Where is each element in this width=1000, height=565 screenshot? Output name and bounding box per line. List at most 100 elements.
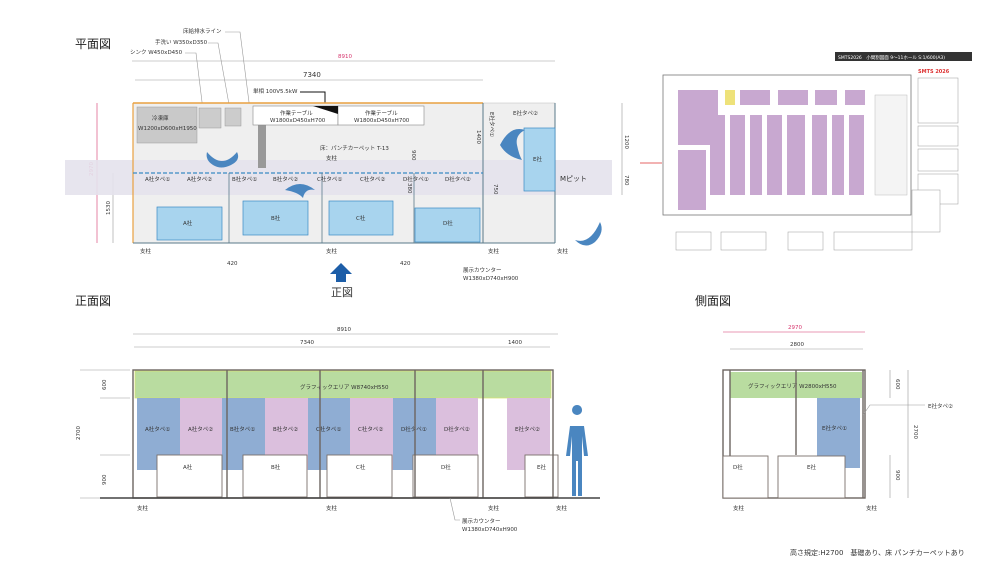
front-counter-name: 展示カウンター — [462, 517, 501, 525]
panel-label: A社タペ② — [188, 425, 213, 433]
side-dim-2700: 2700 — [912, 425, 918, 439]
person-icon — [500, 129, 525, 160]
company-d: D社 — [441, 463, 451, 471]
floor-map-header — [835, 52, 972, 61]
power-label: 単相 100V5.5kW — [253, 87, 298, 95]
tapestry-label: E社タペ② — [513, 109, 538, 117]
front-dim-2700: 2700 — [76, 426, 82, 440]
tapestry-label: D社タペ② — [445, 175, 471, 183]
handwash-label: 手洗い W350xD350 — [155, 38, 208, 46]
dim-750: 750 — [492, 184, 498, 195]
m-pit-label: Mピット — [560, 175, 587, 183]
dim-1200: 1200 — [623, 135, 629, 149]
front-dim-900: 900 — [102, 474, 108, 485]
front-title: 正面図 — [75, 294, 111, 308]
dim-380: 380 — [406, 183, 412, 194]
drain-line — [258, 110, 266, 168]
side-dim-600: 600 — [894, 379, 900, 390]
plan-tapestry-labels: A社タペ① A社タペ② B社タペ① B社タペ② C社タペ① C社タペ② D社タペ… — [145, 109, 538, 183]
pillar-label: 支柱 — [326, 247, 338, 255]
power-outlet — [313, 106, 338, 114]
panel-label: D社タペ① — [401, 425, 427, 433]
tapestry-label: A社タペ② — [187, 175, 212, 183]
side-counters — [722, 455, 846, 499]
panel-label: D社タペ② — [444, 425, 470, 433]
floor-map-header-text: SMTS2026 小間割図面 9～11ホール S:1/600(A3) — [838, 54, 945, 61]
company-d: D社 — [733, 463, 743, 471]
pillar-label: 支柱 — [866, 504, 878, 512]
company-d: D社 — [443, 219, 453, 227]
side-graphic-label: グラフィックエリア W2800xH550 — [748, 382, 837, 390]
front-counters — [156, 454, 559, 498]
front-dim-600: 600 — [102, 379, 108, 390]
panel-label: C社タペ① — [316, 425, 341, 433]
front-dim-total: 8910 — [337, 327, 351, 333]
plan-callouts: 床給排水ライン 手洗い W350xD350 シンク W450xD450 単相 1… — [130, 27, 326, 111]
person-silhouette-icon — [566, 405, 588, 496]
counter-size: W1380xD740xH900 — [463, 276, 519, 282]
tapestry-label: C社タペ② — [360, 175, 385, 183]
panel-label: B社タペ① — [230, 425, 255, 433]
pillar-label: 支柱 — [326, 504, 338, 512]
person-icon — [575, 222, 602, 246]
pillar-label: 支柱 — [733, 504, 745, 512]
tapestry-label: B社タペ① — [232, 175, 257, 183]
freezer-size: W1200xD600xH1950 — [138, 126, 197, 132]
plan-counters: A社 B社 C社 D社 E社 — [156, 127, 556, 243]
dim-420-right: 420 — [400, 261, 411, 267]
graphic-area — [134, 370, 552, 399]
panel-label: A社タペ① — [145, 425, 170, 433]
pillar-label: 支柱 — [488, 247, 500, 255]
plan-title: 平面図 — [75, 37, 111, 51]
dim-780: 780 — [623, 175, 629, 186]
table-2-name: 作業テーブル — [365, 109, 398, 117]
front-counter-size: W1380xD740xH900 — [462, 527, 518, 533]
pillar-label: 支柱 — [488, 504, 500, 512]
dim-900: 900 — [410, 150, 416, 161]
tapestry-label: A社タペ① — [145, 175, 170, 183]
company-e: E社 — [533, 155, 542, 163]
pillar-label: 支柱 — [326, 154, 338, 162]
company-c: C社 — [356, 214, 366, 222]
table-2-size: W1800xD450xH700 — [354, 118, 410, 124]
tapestry-label: C社タペ① — [317, 175, 342, 183]
company-e: E社 — [537, 463, 546, 471]
panel-label: C社タペ② — [358, 425, 383, 433]
company-e: E社 — [807, 463, 816, 471]
smts-logo: SMTS 2026 — [918, 69, 950, 75]
pillar-label: 支柱 — [557, 247, 569, 255]
side-title: 側面図 — [695, 294, 731, 308]
dim-420-left: 420 — [227, 261, 238, 267]
company-b: B社 — [271, 214, 281, 222]
dim-8910: 8910 — [338, 54, 352, 60]
freezer — [136, 106, 198, 144]
dim-7340: 7340 — [303, 71, 321, 79]
table-1-name: 作業テーブル — [280, 109, 313, 117]
drain-label: 床給排水ライン — [183, 27, 222, 35]
company-c: C社 — [356, 463, 366, 471]
person-icon — [285, 184, 315, 198]
tapestry-label: D社タペ① — [403, 175, 429, 183]
dim-1530: 1530 — [106, 201, 112, 215]
handwash — [224, 107, 242, 127]
sink-label: シンク W450xD450 — [130, 49, 183, 56]
tapestry-label: E社タペ① — [488, 112, 496, 137]
front-arrow-icon — [330, 263, 352, 282]
side-callout: E社タペ② — [928, 402, 953, 410]
floor-map: SMTS2026 小間割図面 9～11ホール S:1/600(A3) SMTS … — [640, 52, 972, 251]
panel-label: B社タペ② — [273, 425, 298, 433]
company-b: B社 — [271, 463, 281, 471]
front-view-label: 正図 — [331, 286, 353, 299]
sink — [198, 107, 222, 129]
side-panel-label: E社タペ① — [822, 424, 847, 432]
footer-note: 高さ規定:H2700 基礎あり、床 パンチカーペットあり — [790, 548, 965, 557]
person-top-icons — [206, 129, 602, 246]
front-dim-inner: 7340 — [300, 340, 314, 346]
side-dim-inner: 2800 — [790, 342, 804, 348]
pillar-label: 支柱 — [137, 504, 149, 512]
dim-1400: 1400 — [475, 130, 481, 144]
table-1-size: W1800xD450xH700 — [270, 118, 326, 124]
company-a: A社 — [183, 219, 193, 227]
company-a: A社 — [183, 463, 193, 471]
tapestry-label: B社タペ② — [273, 175, 298, 183]
